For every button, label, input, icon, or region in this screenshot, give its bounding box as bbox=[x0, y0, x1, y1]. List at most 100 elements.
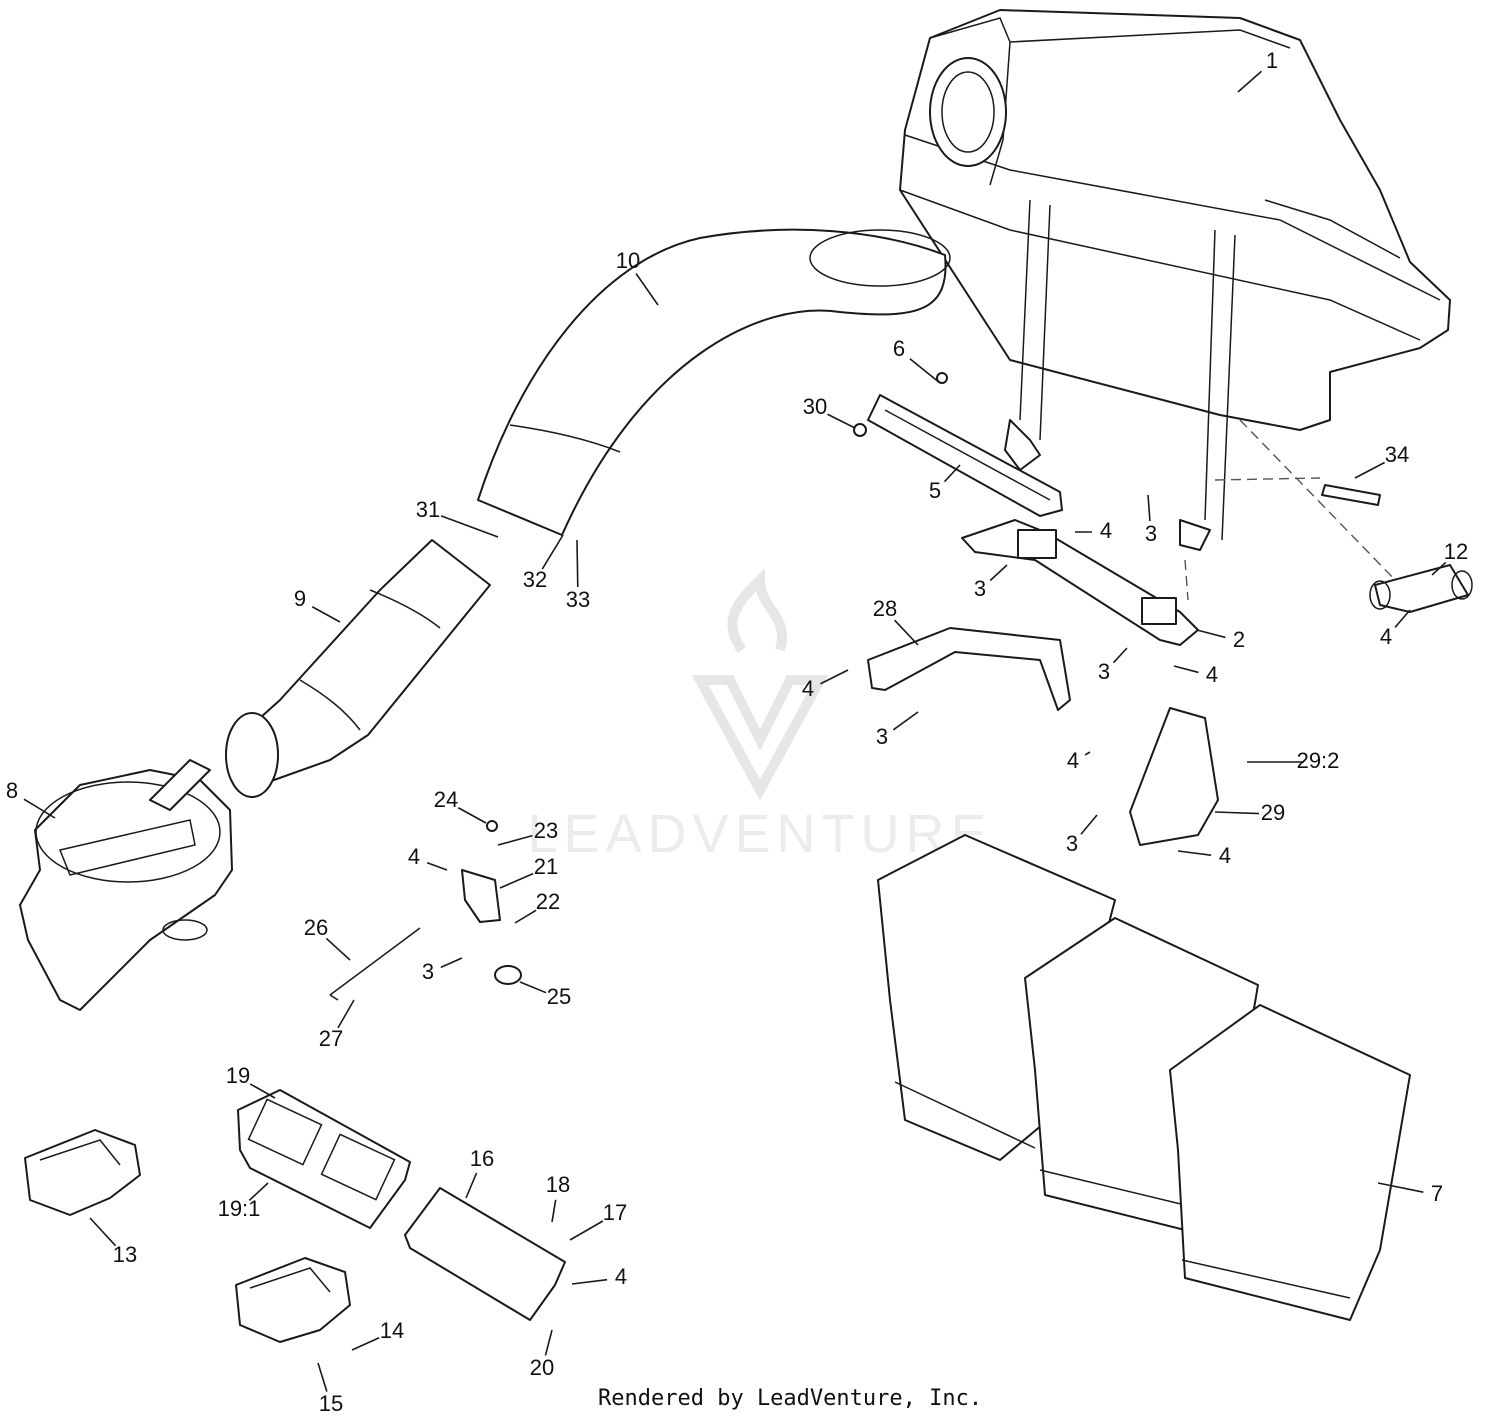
callout-label: 19 bbox=[226, 1063, 250, 1088]
callout-label: 33 bbox=[566, 587, 590, 612]
side-pod-left bbox=[24, 1129, 141, 1216]
callout-leader bbox=[351, 1337, 380, 1351]
callout-leader bbox=[1354, 461, 1385, 479]
mount-rod bbox=[961, 519, 1199, 646]
footer-credit: Rendered by LeadVenture, Inc. bbox=[598, 1386, 983, 1411]
callout-leader bbox=[820, 669, 849, 685]
callout-label: 22 bbox=[536, 889, 560, 914]
callout-leader bbox=[1214, 811, 1260, 815]
callout-label: 16 bbox=[470, 1146, 494, 1171]
control-panel-set bbox=[237, 1089, 411, 1229]
callout-leader bbox=[465, 1172, 478, 1199]
callout-leader bbox=[909, 358, 941, 384]
callout-label: 27 bbox=[319, 1026, 343, 1051]
upper-discharge-tube bbox=[477, 228, 951, 536]
callout-label: 29 bbox=[1261, 800, 1285, 825]
callout-leader bbox=[440, 957, 463, 969]
mounting-plate bbox=[404, 1187, 566, 1321]
alignment-line-rod bbox=[1184, 559, 1189, 601]
callout-leader bbox=[576, 539, 579, 588]
callout-leader bbox=[551, 1199, 557, 1223]
callout-leader bbox=[635, 273, 659, 306]
callout-label: 6 bbox=[893, 336, 905, 361]
alignment-line-hitch bbox=[1239, 419, 1401, 586]
callout-leader bbox=[440, 515, 499, 538]
callout-leader bbox=[514, 909, 537, 924]
leadventure-watermark: LEADVENTURE bbox=[527, 567, 987, 864]
callout-leader bbox=[497, 834, 533, 846]
callout-leader bbox=[541, 534, 564, 570]
callout-label: 14 bbox=[380, 1318, 404, 1343]
callout-label: 1 bbox=[1266, 48, 1278, 73]
callout-leader bbox=[23, 798, 56, 819]
callout-label: 4 bbox=[1219, 843, 1231, 868]
callout-leader bbox=[1112, 647, 1128, 664]
callout-label: 7 bbox=[1431, 1181, 1443, 1206]
callout-label: 3 bbox=[1066, 831, 1078, 856]
callout-label: 29:2 bbox=[1297, 748, 1340, 773]
callout-leader bbox=[1394, 609, 1411, 628]
callout-leader bbox=[892, 711, 919, 731]
callout-leader bbox=[571, 1278, 608, 1285]
callout-leader bbox=[519, 981, 547, 994]
callout-leader bbox=[311, 606, 341, 623]
callout-leader bbox=[1237, 70, 1263, 93]
callout-label: 18 bbox=[546, 1172, 570, 1197]
callout-leader bbox=[499, 872, 534, 889]
callout-label: 23 bbox=[534, 818, 558, 843]
callout-label: 3 bbox=[876, 724, 888, 749]
collector-hood bbox=[899, 9, 1451, 551]
callout-leader bbox=[894, 619, 919, 646]
callout-leader bbox=[1173, 665, 1199, 674]
callout-leader bbox=[325, 937, 351, 961]
callout-leader bbox=[1196, 629, 1226, 639]
callout-leader bbox=[248, 1182, 269, 1202]
callout-leader bbox=[1147, 494, 1151, 522]
callout-leader bbox=[337, 999, 355, 1029]
callout-leader bbox=[1177, 850, 1212, 857]
callout-label: 26 bbox=[304, 915, 328, 940]
callout-label: 9 bbox=[294, 586, 306, 611]
callout-leader bbox=[426, 862, 448, 871]
callout-leader bbox=[989, 564, 1008, 582]
callout-leader bbox=[1377, 1182, 1424, 1193]
callout-label: 4 bbox=[1067, 748, 1079, 773]
small-hardware bbox=[329, 372, 948, 1001]
callout-leader bbox=[544, 1329, 553, 1356]
callout-label: 32 bbox=[523, 567, 547, 592]
callout-label: 4 bbox=[1206, 662, 1218, 687]
callout-label: 13 bbox=[113, 1242, 137, 1267]
callout-label: 12 bbox=[1444, 539, 1468, 564]
callout-label: 15 bbox=[319, 1391, 343, 1416]
callout-label: 34 bbox=[1385, 442, 1409, 467]
callout-label: 21 bbox=[534, 854, 558, 879]
callout-label: 4 bbox=[408, 844, 420, 869]
callout-label: 30 bbox=[803, 394, 827, 419]
callout-label: 24 bbox=[434, 787, 458, 812]
right-support-bracket bbox=[1129, 707, 1219, 846]
hitch-bracket bbox=[1369, 564, 1473, 613]
callout-label: 19:1 bbox=[218, 1196, 261, 1221]
callout-label: 4 bbox=[802, 676, 814, 701]
callout-label: 25 bbox=[547, 984, 571, 1009]
callout-leader bbox=[1431, 561, 1447, 576]
callout-label: 3 bbox=[1145, 521, 1157, 546]
callout-label: 4 bbox=[1380, 624, 1392, 649]
callout-label: 4 bbox=[1100, 518, 1112, 543]
callout-leader bbox=[249, 1083, 276, 1099]
callout-label: 31 bbox=[416, 497, 440, 522]
callout-label: 17 bbox=[603, 1200, 627, 1225]
callout-label: 10 bbox=[616, 248, 640, 273]
callout-leader bbox=[457, 807, 487, 824]
hitch-crossbar bbox=[867, 394, 1063, 517]
callout-leader bbox=[943, 464, 961, 483]
alignment-line-pin bbox=[1214, 477, 1321, 481]
callout-label: 28 bbox=[873, 596, 897, 621]
callout-label: 3 bbox=[1098, 659, 1110, 684]
left-support-bracket bbox=[867, 627, 1071, 711]
collection-bags bbox=[877, 834, 1411, 1321]
lower-discharge-tube bbox=[225, 539, 491, 798]
callout-leader bbox=[827, 413, 856, 429]
